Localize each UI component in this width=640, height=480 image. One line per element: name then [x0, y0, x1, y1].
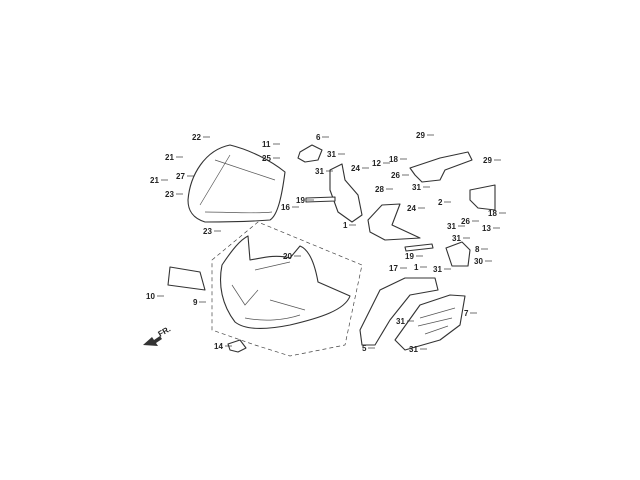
direction-marker: FR.	[157, 324, 173, 338]
windscreen-detail	[199, 154, 276, 214]
callout-9: 9	[193, 298, 198, 307]
callout-31: 31	[409, 345, 418, 354]
callout-21: 21	[165, 153, 174, 162]
callout-31: 31	[396, 317, 405, 326]
callout-8: 8	[475, 245, 480, 254]
callout-25: 25	[262, 154, 271, 163]
strip-part-19b	[404, 243, 434, 252]
callout-10: 10	[146, 292, 155, 301]
callout-1: 1	[343, 221, 348, 230]
callout-20: 20	[283, 252, 292, 261]
callout-31: 31	[327, 150, 336, 159]
callout-23: 23	[203, 227, 212, 236]
callout-14: 14	[214, 342, 223, 351]
callout-12: 12	[372, 159, 381, 168]
callout-5: 5	[362, 344, 367, 353]
strip-part-19a	[305, 196, 336, 203]
callout-18: 18	[389, 155, 398, 164]
callout-11: 11	[262, 140, 271, 149]
lower-cowl-part-7	[394, 294, 466, 351]
callout-27: 27	[176, 172, 185, 181]
callout-1: 1	[414, 263, 419, 272]
callout-24: 24	[351, 164, 360, 173]
callout-28: 28	[375, 185, 384, 194]
upper-cowl-detail	[231, 261, 306, 321]
callout-19: 19	[296, 196, 305, 205]
bracket-part-6	[297, 144, 323, 163]
stay-part-13	[469, 184, 496, 211]
callout-13: 13	[482, 224, 491, 233]
air-duct-part-5	[359, 277, 439, 346]
callout-23: 23	[165, 190, 174, 199]
decal-part	[167, 266, 206, 291]
callout-29: 29	[416, 131, 425, 140]
cover-part-8	[445, 241, 471, 267]
lower-cowl-detail	[417, 307, 456, 335]
callout-29: 29	[483, 156, 492, 165]
callout-17: 17	[389, 264, 398, 273]
callout-26: 26	[461, 217, 470, 226]
callout-31: 31	[412, 183, 421, 192]
callout-31: 31	[447, 222, 456, 231]
panel-part-14	[227, 339, 247, 353]
callout-22: 22	[192, 133, 201, 142]
upper-cowl-part	[219, 235, 351, 329]
callout-19: 19	[405, 252, 414, 261]
callout-24: 24	[407, 204, 416, 213]
callout-7: 7	[464, 309, 469, 318]
callout-31: 31	[433, 265, 442, 274]
callout-2: 2	[438, 198, 443, 207]
callout-16: 16	[281, 203, 290, 212]
upper-cowl-group-outline	[211, 221, 363, 357]
callout-30: 30	[474, 257, 483, 266]
callout-31: 31	[315, 167, 324, 176]
callout-18: 18	[488, 209, 497, 218]
callout-26: 26	[391, 171, 400, 180]
callout-31: 31	[452, 234, 461, 243]
front-direction-arrow-icon	[143, 336, 162, 346]
windscreen-part	[187, 144, 286, 223]
callout-6: 6	[316, 133, 321, 142]
callout-21: 21	[150, 176, 159, 185]
stay-part-12	[409, 151, 473, 183]
inner-panel-part-17	[367, 203, 421, 241]
